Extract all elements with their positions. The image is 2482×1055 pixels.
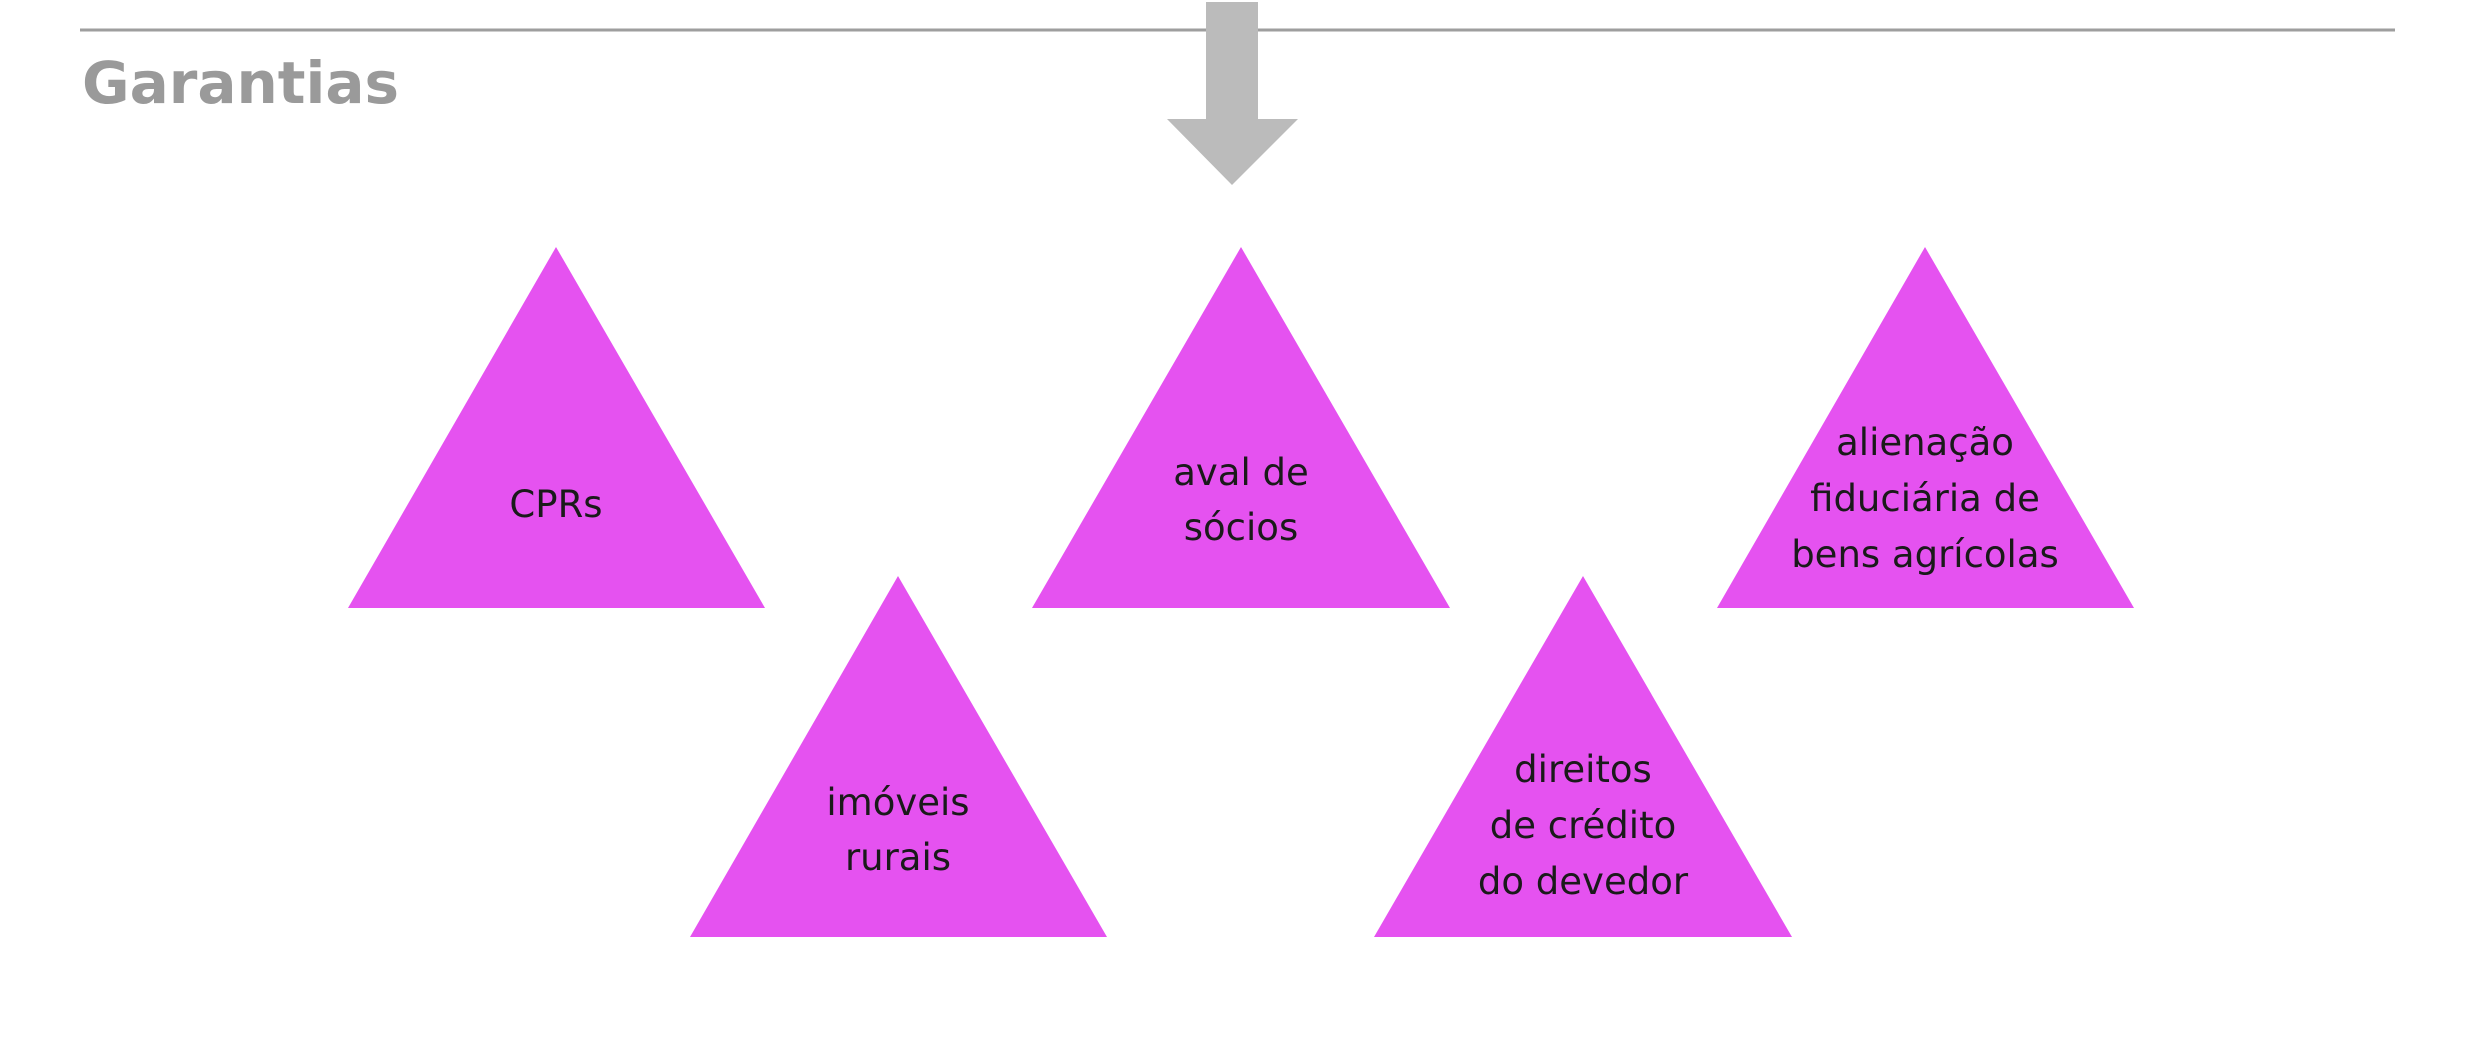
- triangle-imoveis-rurais: imóveis rurais: [690, 576, 1107, 937]
- triangle-label: CPRs: [509, 483, 602, 526]
- triangle-cprs: CPRs: [348, 247, 765, 608]
- triangle-direitos-de-credito: direitos de crédito do devedor: [1374, 576, 1792, 937]
- triangle-label: de crédito: [1490, 804, 1676, 847]
- triangle-label: direitos: [1514, 748, 1652, 791]
- triangle-label: rurais: [845, 836, 951, 879]
- triangle-label: do devedor: [1478, 860, 1689, 903]
- triangle-shape: [1374, 576, 1792, 937]
- triangle-alienacao-fiduciaria: alienação fiduciária de bens agrícolas: [1717, 247, 2134, 608]
- down-arrow-icon: [1167, 2, 1298, 185]
- triangle-label: alienação: [1836, 421, 2014, 464]
- triangle-label: aval de: [1173, 451, 1309, 494]
- triangle-shape: [1032, 247, 1450, 608]
- triangle-label: imóveis: [826, 781, 969, 824]
- triangle-aval-de-socios: aval de sócios: [1032, 247, 1450, 608]
- triangle-shape: [690, 576, 1107, 937]
- triangle-label: sócios: [1184, 506, 1298, 549]
- triangle-shape: [1717, 247, 2134, 608]
- section-title: Garantias: [82, 49, 399, 117]
- triangle-shape: [348, 247, 765, 608]
- triangle-label: fiduciária de: [1810, 477, 2040, 520]
- triangle-label: bens agrícolas: [1791, 533, 2059, 576]
